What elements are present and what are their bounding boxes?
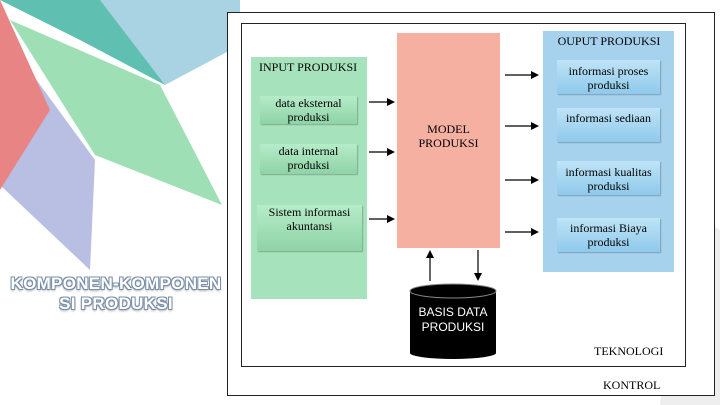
- output-item-quality: informasi kualitas produksi: [557, 161, 660, 195]
- database-label: BASIS DATA PRODUKSI: [418, 305, 488, 334]
- input-item-accounting: Sistem informasi akuntansi: [257, 205, 362, 251]
- model-label: MODEL PRODUKSI: [418, 122, 479, 150]
- input-heading: INPUT PRODUKSI: [259, 60, 358, 74]
- bg-petal-green: [10, 20, 222, 205]
- bg-petal-teal: [0, 0, 165, 85]
- slide-title: KOMPONEN-KOMPONEN SI PRODUKSI: [10, 274, 222, 313]
- output-heading: OUPUT PRODUKSI: [557, 34, 661, 48]
- input-panel: [251, 57, 367, 299]
- bg-petal-red: [0, 0, 50, 190]
- technology-label: TEKNOLOGI: [594, 344, 664, 358]
- output-item-inventory: informasi sediaan: [557, 108, 660, 142]
- model-box: [397, 33, 500, 248]
- control-label: KONTROL: [603, 378, 661, 392]
- output-item-cost: informasi Biaya produksi: [557, 218, 660, 252]
- output-item-process: informasi proses produksi: [557, 60, 660, 94]
- input-item-external: data eksternal produksi: [260, 96, 357, 124]
- input-item-internal: data internal produksi: [260, 144, 357, 174]
- bg-petal-blue: [95, 0, 240, 85]
